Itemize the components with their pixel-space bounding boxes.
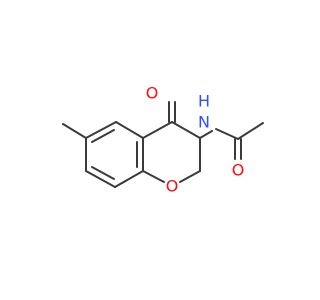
- bond-c2-o1: [179, 170, 201, 183]
- atom-hydrogen-amide: H: [198, 92, 210, 111]
- bond-ar1: [85, 121, 117, 139]
- bond-c3-n: [199, 130, 213, 139]
- bond-ar5: [85, 170, 116, 188]
- bonds: [62, 101, 264, 188]
- atom-oxygen-amide: O: [232, 161, 245, 180]
- atom-labels: O H N O O: [146, 84, 245, 196]
- bond-ar5-inner: [91, 166, 115, 180]
- atom-oxygen-ring: O: [166, 177, 179, 196]
- bond-o1-c8a: [142, 170, 165, 183]
- bond-ar4: [114, 170, 144, 188]
- atom-nitrogen-amide: N: [198, 113, 210, 132]
- bond-ar1-inner: [91, 129, 115, 143]
- bond-c4a-c4: [142, 121, 173, 139]
- bond-camide-methyl: [237, 122, 264, 140]
- bond-c4-c3: [171, 121, 201, 139]
- molecule-structure: O H N O O: [62, 84, 264, 196]
- bond-methyl: [62, 123, 87, 139]
- bond-n-camide: [215, 128, 239, 140]
- bond-ar2: [115, 121, 144, 139]
- atom-oxygen-ketone: O: [146, 84, 159, 103]
